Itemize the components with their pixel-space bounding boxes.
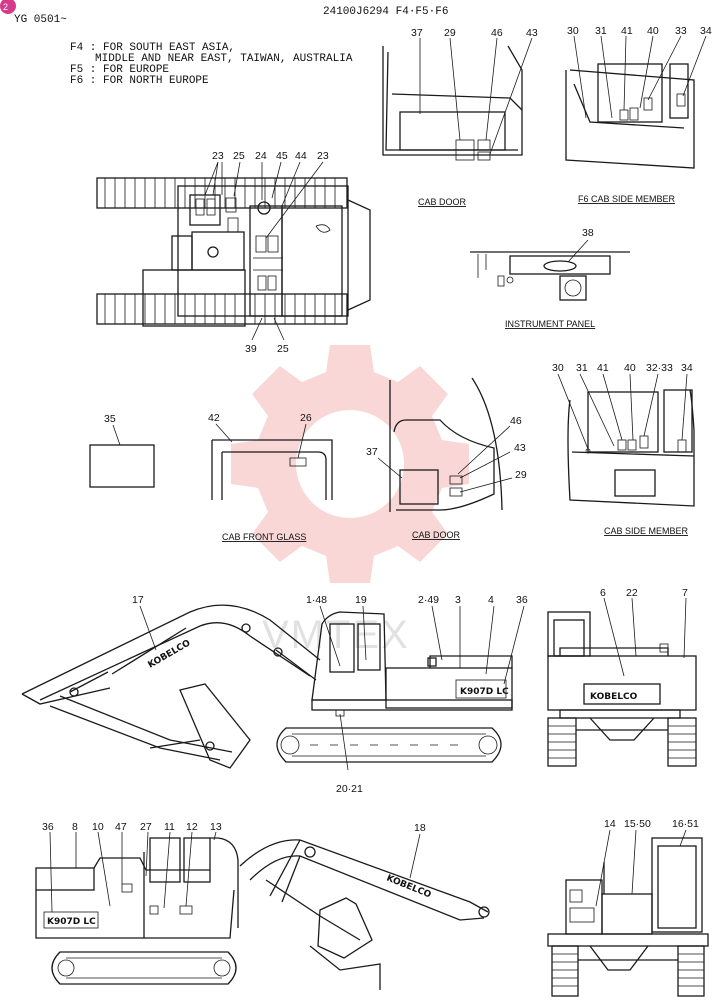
front-view: 14 15·50 16·51 <box>547 818 709 997</box>
callout-23b: 23 <box>317 150 329 162</box>
callout-17: 17 <box>132 594 144 606</box>
note-f4-cont: MIDDLE AND NEAR EAST, TAIWAN, AUSTRALIA <box>95 53 353 65</box>
caption-cab-door-mid: CAB DOOR <box>412 530 461 540</box>
callout-43-top: 43 <box>526 27 538 39</box>
callout-29-mid: 29 <box>515 469 527 481</box>
callout-27: 27 <box>140 821 152 833</box>
watermark: VMTEX <box>231 345 469 657</box>
callout-37-mid: 37 <box>366 446 378 458</box>
callout-47: 47 <box>115 821 127 833</box>
callout-6: 6 <box>600 587 606 599</box>
callout-4: 4 <box>488 594 494 606</box>
side-view: KOBELCO K907D LC 17 1·48 19 2·49 3 4 36 … <box>21 594 528 795</box>
top-view: 23 25 24 45 44 23 39 25 <box>96 150 371 355</box>
bottom-left-view: K907D LC 36 8 10 47 27 11 12 13 <box>35 821 239 985</box>
callout-34-f6: 34 <box>700 25 712 37</box>
decal-35: 35 <box>89 413 155 488</box>
callout-8: 8 <box>72 821 78 833</box>
cab-door-mid: 46 43 37 29 CAB DOOR <box>366 377 527 540</box>
cab-side-member: 30 31 41 40 32·33 34 CAB SIDE MEMBER <box>552 362 695 536</box>
caption-cab-front-glass: CAB FRONT GLASS <box>222 532 306 542</box>
callout-38: 38 <box>582 227 594 239</box>
caption-cab-side-member: CAB SIDE MEMBER <box>604 526 689 536</box>
note-f4: F4 : FOR SOUTH EAST ASIA, <box>70 42 235 54</box>
callout-16-51: 16·51 <box>672 818 699 830</box>
callout-10: 10 <box>92 821 104 833</box>
callout-14: 14 <box>604 818 616 830</box>
instrument-panel: 38 INSTRUMENT PANEL <box>470 227 630 329</box>
callout-3: 3 <box>455 594 461 606</box>
callout-1-48: 1·48 <box>306 594 327 606</box>
serial-range: YG 0501~ <box>14 14 67 26</box>
cab-door-top: 37 29 46 43 CAB DOOR <box>382 27 538 207</box>
caption-cab-door-top: CAB DOOR <box>418 197 467 207</box>
cab-front-glass: 42 26 CAB FRONT GLASS <box>208 412 333 542</box>
callout-20-21: 20·21 <box>336 783 363 795</box>
callout-42: 42 <box>208 412 220 424</box>
callout-23a: 23 <box>212 150 224 162</box>
mid-boom-logo: KOBELCO <box>385 874 433 901</box>
watermark-gear-icon <box>231 345 469 583</box>
header: 2 YG 0501~ 24100J6294 F4·F5·F6 F4 : FOR … <box>0 0 448 87</box>
callout-11: 11 <box>164 821 175 833</box>
callout-15-50: 15·50 <box>624 818 651 830</box>
rear-view: KOBELCO 6 22 7 <box>547 587 697 767</box>
caption-f6-side-member: F6 CAB SIDE MEMBER <box>578 194 676 204</box>
callout-13: 13 <box>210 821 222 833</box>
callout-33-f6: 33 <box>675 25 687 37</box>
callout-39: 39 <box>245 343 257 355</box>
callout-40: 40 <box>624 362 636 374</box>
callout-36-bl: 36 <box>42 821 54 833</box>
callout-25b: 25 <box>277 343 289 355</box>
callout-30: 30 <box>552 362 564 374</box>
page-badge <box>0 0 16 14</box>
callout-18: 18 <box>414 822 426 834</box>
caption-instrument-panel: INSTRUMENT PANEL <box>505 319 595 329</box>
callout-2-49: 2·49 <box>418 594 439 606</box>
callout-24: 24 <box>255 150 267 162</box>
note-f6: F6 : FOR NORTH EUROPE <box>70 75 209 87</box>
callout-26: 26 <box>300 412 312 424</box>
callout-19: 19 <box>355 594 367 606</box>
callout-35: 35 <box>104 413 116 425</box>
bottom-model-badge: K907D LC <box>47 917 96 927</box>
bottom-middle-view: KOBELCO 18 <box>239 822 490 990</box>
note-f5: F5 : FOR EUROPE <box>70 64 169 76</box>
callout-41-f6: 41 <box>621 25 633 37</box>
callout-37-top: 37 <box>411 27 423 39</box>
callout-40-f6: 40 <box>647 25 659 37</box>
callout-36: 36 <box>516 594 528 606</box>
callout-44: 44 <box>295 150 307 162</box>
rear-logo: KOBELCO <box>590 692 638 702</box>
f6-cab-side-member: 30 31 41 40 33 34 F6 CAB SIDE MEMBER <box>565 25 712 204</box>
callout-45: 45 <box>276 150 288 162</box>
page-code: 2 <box>3 2 8 12</box>
callout-34: 34 <box>681 362 693 374</box>
callout-25a: 25 <box>233 150 245 162</box>
callout-29-top: 29 <box>444 27 456 39</box>
callout-31: 31 <box>576 362 588 374</box>
callout-22: 22 <box>626 587 638 599</box>
callout-32-33: 32·33 <box>646 362 673 374</box>
part-number: 24100J6294 F4·F5·F6 <box>323 6 448 18</box>
side-model-badge: K907D LC <box>460 687 509 697</box>
callout-46-top: 46 <box>491 27 503 39</box>
callout-30-f6: 30 <box>567 25 579 37</box>
callout-12: 12 <box>186 821 198 833</box>
watermark-text: VMTEX <box>262 613 410 657</box>
callout-46-mid: 46 <box>510 415 522 427</box>
callout-31-f6: 31 <box>595 25 607 37</box>
callout-41: 41 <box>597 362 609 374</box>
callout-43-mid: 43 <box>514 442 526 454</box>
callout-7: 7 <box>682 587 688 599</box>
